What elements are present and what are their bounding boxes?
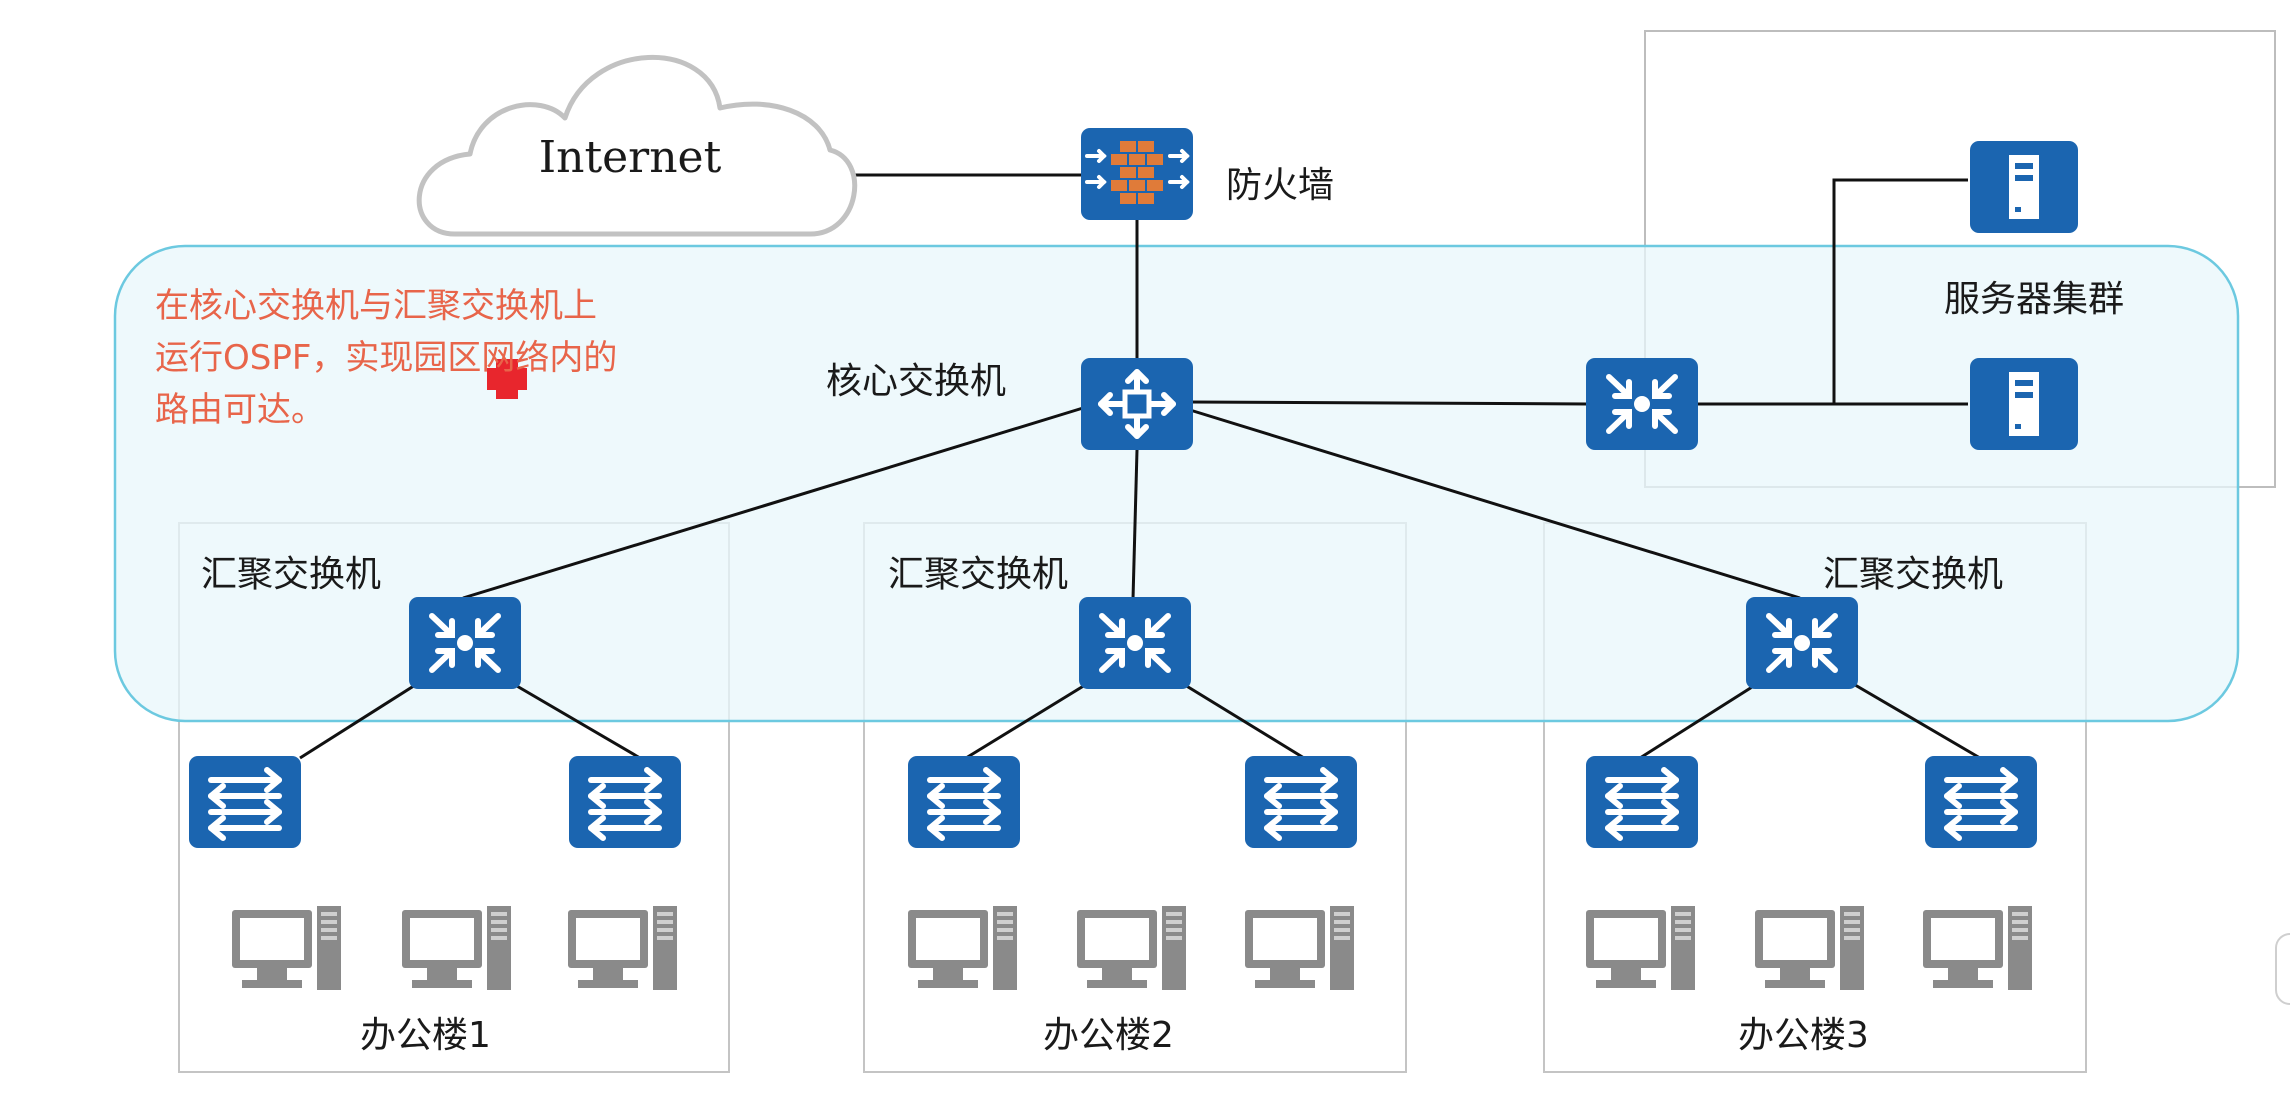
internet-label: Internet [539,132,722,183]
building-3-label: 办公楼3 [1738,1015,1869,1056]
link-core-server-switch [1189,400,1589,406]
access-switch-icon [1586,756,1698,848]
access-switch-icon [1925,756,2037,848]
link-server-switch-bus [1690,178,1968,406]
core-switch-icon [1081,358,1193,450]
access-switch-icon [908,756,1020,848]
access-switch-icon [189,756,301,848]
ospf-note-line-3: 路由可达。 [155,390,325,430]
links [299,173,1981,760]
server-icon [1970,358,2078,450]
pc-icon [1586,906,1695,990]
scroll-handle[interactable] [2275,933,2290,1005]
aggregation-switch-2-icon [1079,597,1191,689]
server-icon [1970,141,2078,233]
building-1-label: 办公楼1 [360,1015,491,1056]
pc-icon [1755,906,1864,990]
pc-icon [1077,906,1186,990]
pc-icon [232,906,341,990]
ospf-note-line-2: 运行OSPF，实现园区网络内的 [155,338,618,378]
aggregation-switch-1-icon [409,597,521,689]
pc-icon [568,906,677,990]
ospf-area [113,244,2240,723]
firewall-label: 防火墙 [1226,165,1335,206]
aggregation-label-1: 汇聚交换机 [201,554,382,595]
firewall-icon [1081,128,1193,220]
link-core-agg-3 [1189,408,1801,600]
server-switch-icon [1586,358,1698,450]
aggregation-label-2: 汇聚交换机 [888,554,1069,595]
ospf-note: 在核心交换机与汇聚交换机上 运行OSPF，实现园区网络内的 路由可达。 [155,280,617,436]
access-switch-icon [569,756,681,848]
cloud-icon [416,54,858,237]
access-switch-icon [1245,756,1357,848]
red-cross-cursor-icon [487,359,527,399]
link-core-agg-1 [462,406,1084,600]
aggregation-switch-3-icon [1746,597,1858,689]
pc-icon [908,906,1017,990]
server-cluster-label: 服务器集群 [1944,279,2125,320]
building-2-label: 办公楼2 [1043,1015,1174,1056]
ospf-note-line-1: 在核心交换机与汇聚交换机上 [155,286,597,326]
pc-icon [402,906,511,990]
core-switch-label: 核心交换机 [826,361,1007,402]
pc-icon [1923,906,2032,990]
link-core-agg-2 [1131,449,1139,600]
pc-icon [1245,906,1354,990]
aggregation-label-3: 汇聚交换机 [1823,554,2004,595]
